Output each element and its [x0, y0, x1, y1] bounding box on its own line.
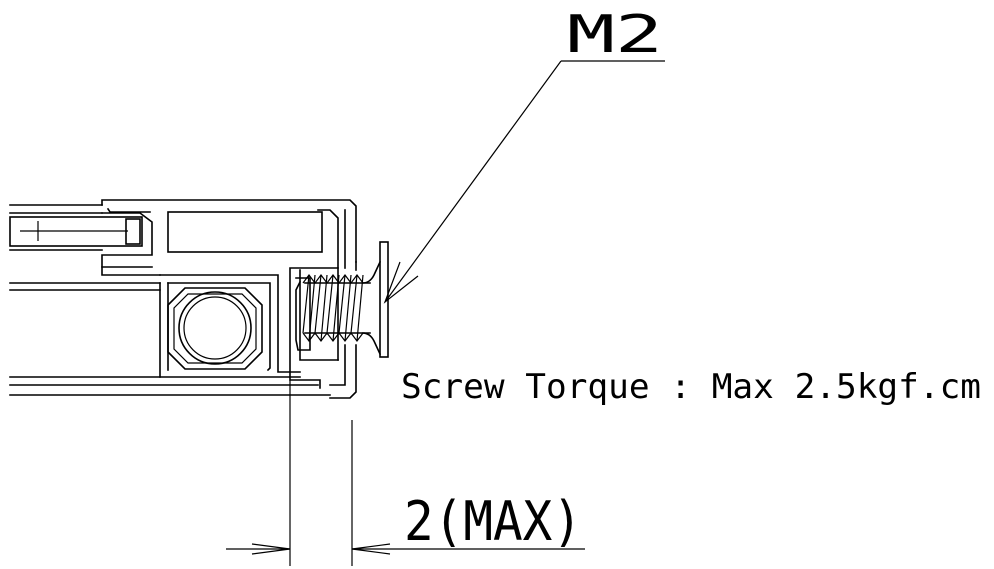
screw-torque-note: Screw Torque : Max 2.5kgf.cm	[401, 367, 981, 407]
nut-frame	[159, 274, 301, 378]
screw-size-label: M2	[567, 5, 663, 65]
screw	[302, 241, 389, 358]
gap-dimension-label: 2(MAX)	[404, 490, 582, 553]
housing-bracket	[101, 199, 357, 399]
screw-leader	[383, 60, 665, 304]
hex-nut	[167, 287, 263, 370]
module-left-section	[9, 204, 331, 396]
gap-dimension	[226, 380, 585, 566]
